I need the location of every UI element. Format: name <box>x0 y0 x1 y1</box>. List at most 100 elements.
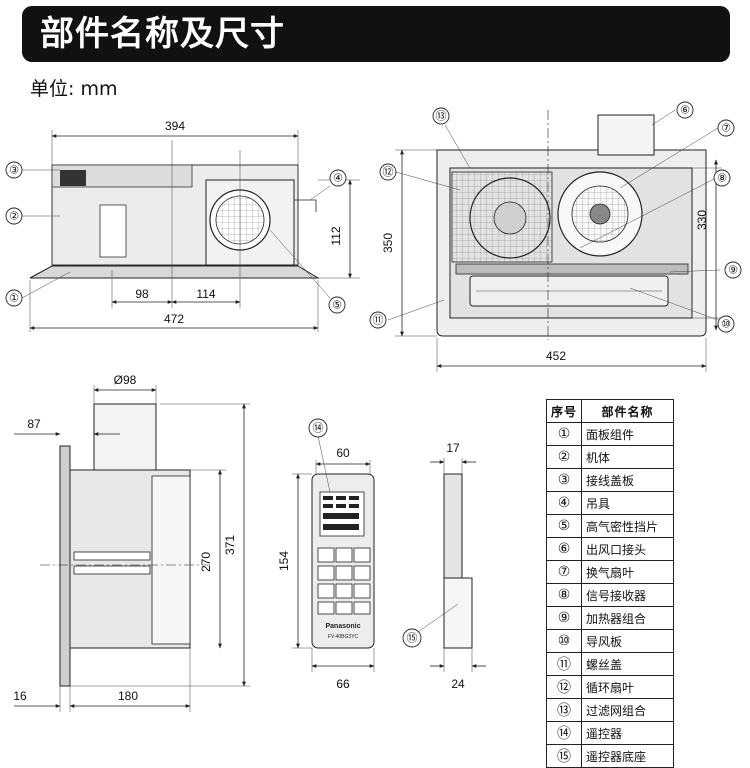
part-name: 吊具 <box>581 491 674 515</box>
top-view: 350 330 452 <box>381 109 722 372</box>
callout-4: ④ <box>329 169 347 187</box>
svg-text:⑨: ⑨ <box>728 264 738 277</box>
top-dim-452: 452 <box>546 349 566 363</box>
svg-text:⑤: ⑤ <box>332 299 342 312</box>
remote-dim-66: 66 <box>336 677 350 691</box>
part-num: ⑩ <box>545 629 583 653</box>
callout-6: ⑥ <box>676 101 694 119</box>
side-dim-87: 87 <box>27 417 41 431</box>
part-name: 遥控器 <box>581 721 674 745</box>
remote-buttons <box>317 547 371 615</box>
callout-5: ⑤ <box>328 296 346 314</box>
front-dim-114: 114 <box>196 287 215 301</box>
part-num: ⑭ <box>545 721 583 745</box>
svg-text:⑩: ⑩ <box>721 318 731 331</box>
part-name: 机体 <box>581 445 674 469</box>
part-num: ⑧ <box>545 583 583 607</box>
top-dim-330: 330 <box>695 210 709 230</box>
front-top-cover <box>51 164 193 188</box>
front-dim-98: 98 <box>135 287 149 301</box>
side-dim-270: 270 <box>199 552 213 572</box>
svg-text:⑧: ⑧ <box>717 172 727 185</box>
side-panel <box>59 445 71 687</box>
part-name: 导风板 <box>581 629 674 653</box>
part-name: 换气扇叶 <box>581 560 674 584</box>
side-duct <box>93 403 157 471</box>
front-view: 394 112 98 114 472 <box>21 119 360 332</box>
side-view: Ø98 87 371 270 16 180 <box>13 373 250 712</box>
part-num: ⑥ <box>545 537 583 561</box>
top-outlet-duct <box>597 114 655 156</box>
holder-dim-24: 24 <box>451 677 465 691</box>
callout-3: ③ <box>5 161 23 179</box>
part-name: 加热器组合 <box>581 606 674 630</box>
front-dim-472: 472 <box>164 312 184 326</box>
page-title: 部件名称及尺寸 <box>40 14 285 54</box>
callout-1: ① <box>5 289 23 307</box>
side-dim-371: 371 <box>223 535 237 555</box>
part-num: ⑬ <box>545 698 583 722</box>
part-num: ① <box>545 422 583 446</box>
part-num: ⑪ <box>545 652 583 676</box>
callout-8: ⑧ <box>713 169 731 187</box>
svg-text:⑬: ⑬ <box>436 110 447 123</box>
part-name: 高气密性挡片 <box>581 514 674 538</box>
callout-7: ⑦ <box>717 119 735 137</box>
top-dim-350: 350 <box>381 233 395 253</box>
part-name: 螺丝盖 <box>581 652 674 676</box>
holder-dim-17: 17 <box>446 441 460 455</box>
front-terminal <box>60 170 86 186</box>
callout-15: ⑮ <box>402 628 422 648</box>
part-name: 信号接收器 <box>581 583 674 607</box>
part-name: 过滤网组合 <box>581 698 674 722</box>
svg-text:③: ③ <box>9 164 19 177</box>
part-name: 循环扇叶 <box>581 675 674 699</box>
side-dim-16: 16 <box>13 689 27 703</box>
title-bar: 部件名称及尺寸 <box>22 6 730 62</box>
part-name: 出风口接头 <box>581 537 674 561</box>
part-num: ⑦ <box>545 560 583 584</box>
top-circulation-fan <box>469 177 551 259</box>
front-hanger <box>294 199 317 212</box>
holder-base <box>443 577 473 649</box>
part-num: ③ <box>545 468 583 492</box>
part-num: ⑤ <box>545 514 583 538</box>
parts-header-num: 序号 <box>545 399 583 423</box>
remote-view: Panasonic FV-40BG3YC 60 154 66 <box>277 435 375 691</box>
svg-text:④: ④ <box>333 172 343 185</box>
svg-text:①: ① <box>9 292 19 305</box>
top-heater <box>455 263 689 275</box>
callout-10: ⑩ <box>717 315 735 333</box>
part-num: ④ <box>545 491 583 515</box>
part-name: 面板组件 <box>581 422 674 446</box>
parts-table-header: 序号 部件名称 <box>545 399 674 423</box>
callout-2: ② <box>5 207 23 225</box>
side-dim-180: 180 <box>118 689 138 703</box>
callout-11: ⑪ <box>369 311 387 329</box>
front-dim-394: 394 <box>165 119 185 133</box>
part-num: ⑫ <box>545 675 583 699</box>
holder-view: 17 24 <box>417 441 486 691</box>
svg-text:⑮: ⑮ <box>407 632 418 645</box>
svg-text:⑪: ⑪ <box>373 314 384 327</box>
svg-text:⑦: ⑦ <box>721 122 731 135</box>
technical-drawing: 394 112 98 114 472 <box>5 101 742 712</box>
callout-14: ⑭ <box>308 418 328 438</box>
remote-dim-154: 154 <box>277 551 291 571</box>
svg-text:⑫: ⑫ <box>383 166 394 179</box>
svg-text:⑥: ⑥ <box>680 104 690 117</box>
callout-12: ⑫ <box>379 163 397 181</box>
parts-header-name: 部件名称 <box>581 399 674 423</box>
part-num: ② <box>545 445 583 469</box>
remote-brand: Panasonic <box>325 623 360 630</box>
